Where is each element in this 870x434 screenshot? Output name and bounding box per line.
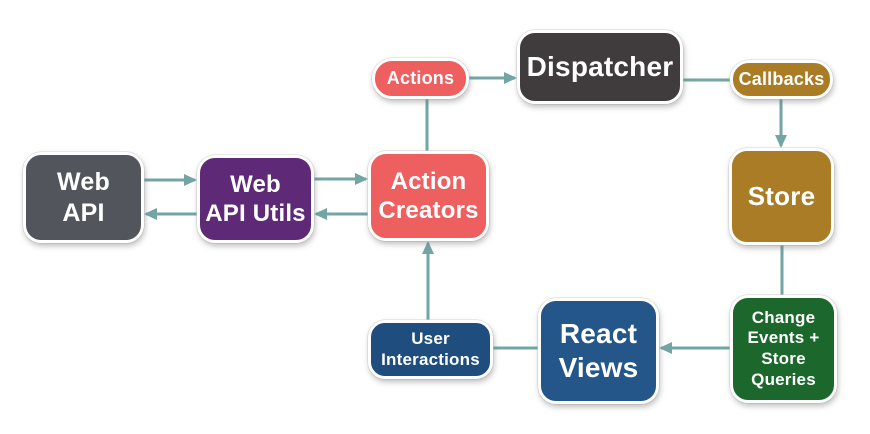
node-store-label: Store — [747, 180, 816, 211]
node-react-views-label: React Views — [558, 317, 639, 383]
node-action-creators-label: Action Creators — [378, 167, 479, 224]
node-web-api-utils-label: Web API Utils — [205, 170, 306, 227]
node-web-api-utils: Web API Utils — [197, 155, 314, 243]
node-store: Store — [729, 148, 834, 245]
node-action-creators: Action Creators — [368, 151, 489, 241]
node-user-interactions: User Interactions — [368, 320, 493, 379]
node-actions-label: Actions — [386, 67, 455, 88]
node-change-events-store-queries-label: Change Events + Store Queries — [747, 307, 820, 389]
node-callbacks-label: Callbacks — [738, 68, 825, 89]
node-react-views: React Views — [538, 298, 659, 404]
node-callbacks: Callbacks — [730, 60, 833, 99]
node-change-events-store-queries: Change Events + Store Queries — [730, 295, 837, 403]
node-web-api-label: Web API — [57, 168, 110, 227]
node-dispatcher: Dispatcher — [517, 30, 683, 104]
node-user-interactions-label: User Interactions — [381, 328, 480, 369]
node-actions: Actions — [372, 58, 469, 99]
node-dispatcher-label: Dispatcher — [526, 50, 674, 82]
node-web-api: Web API — [23, 152, 144, 243]
